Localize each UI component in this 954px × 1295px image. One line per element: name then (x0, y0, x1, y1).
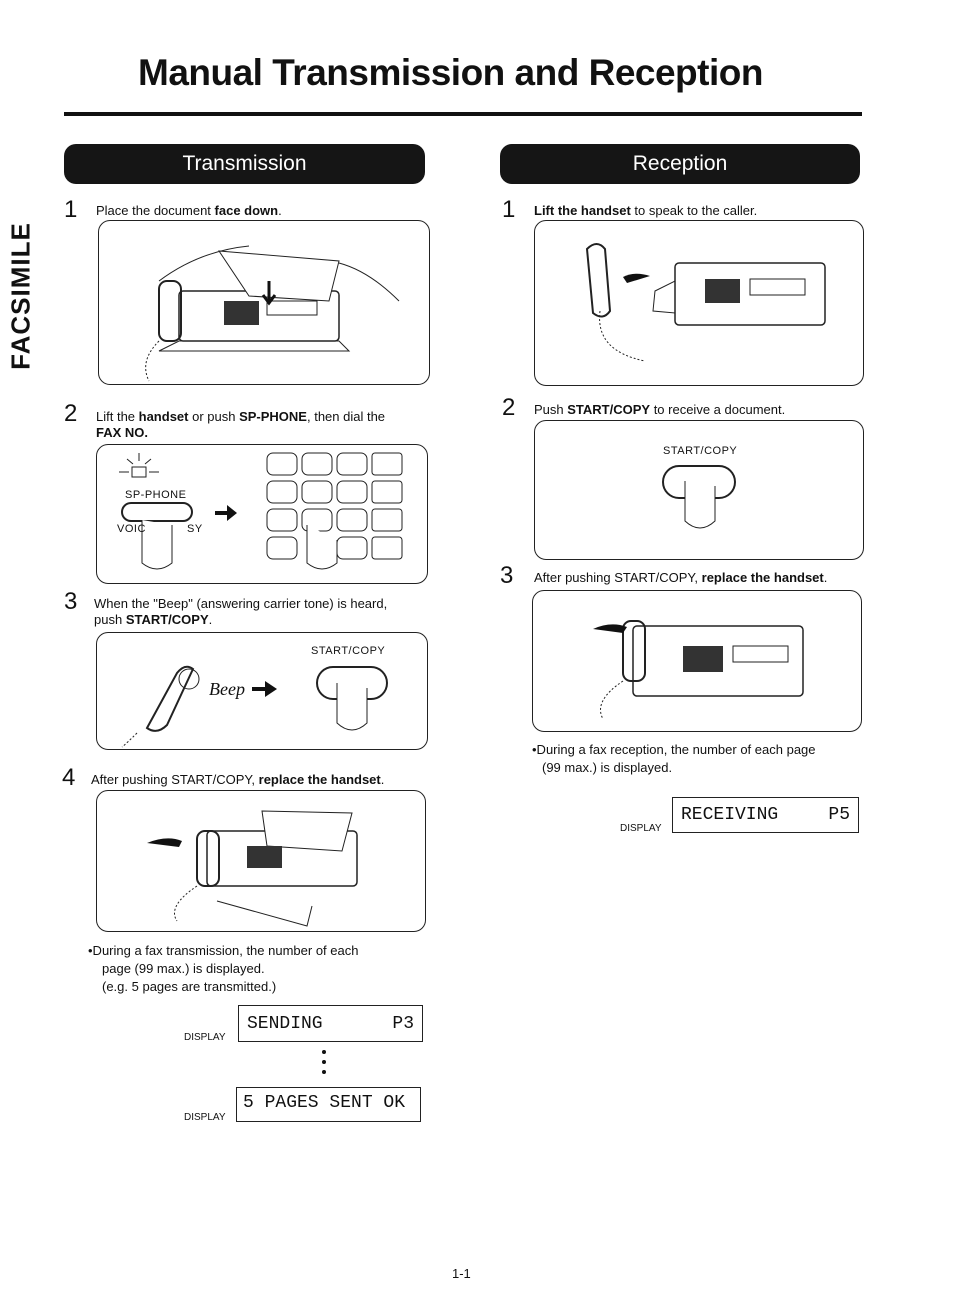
step-text: When the "Beep" (answering carrier tone)… (94, 596, 388, 627)
ellipsis-dots (322, 1050, 328, 1080)
standby-label: SY (187, 523, 203, 535)
transmission-note: •During a fax transmission, the number o… (88, 943, 359, 994)
page-title: Manual Transmission and Reception (138, 52, 763, 93)
display-label: DISPLAY (184, 1032, 226, 1043)
transmission-header: Transmission (64, 144, 425, 184)
step-number: 2 (64, 400, 78, 427)
display-page: P5 (828, 805, 850, 825)
fig-beep: Beep START/COPY (96, 632, 428, 750)
start-copy-label: START/COPY (663, 445, 738, 457)
step-number: 3 (500, 562, 514, 589)
step-text: Lift the handset to speak to the caller. (534, 203, 758, 218)
fax-machine-illustration (593, 620, 804, 720)
fig-replace-handset (532, 590, 862, 732)
handset-beep-illustration: Beep (121, 665, 388, 748)
step-number: 1 (64, 196, 78, 223)
svg-text:Beep: Beep (209, 679, 245, 699)
page-number: 1-1 (452, 1266, 471, 1281)
lcd-display-sent: 5 PAGES SENT OK (236, 1087, 421, 1122)
sp-phone-label: SP-PHONE (125, 489, 187, 501)
step-text: After pushing START/COPY, replace the ha… (91, 772, 385, 787)
side-tab: FACSIMILE (4, 222, 38, 370)
step-number: 1 (502, 196, 516, 223)
reception-header: Reception (500, 144, 860, 184)
fig-place-document (98, 220, 430, 385)
step-text: After pushing START/COPY, replace the ha… (534, 570, 828, 585)
reception-note: •During a fax reception, the number of e… (532, 742, 816, 775)
step-number: 4 (62, 764, 76, 791)
display-label: DISPLAY (184, 1112, 226, 1123)
start-copy-button-illustration (662, 465, 736, 529)
fax-machine-illustration (145, 245, 400, 382)
voice-label: VOIC (117, 523, 146, 535)
step-text: Place the document face down. (96, 203, 282, 218)
fig-dial: SP-PHONE VOIC SY (96, 444, 428, 584)
fax-machine-illustration (147, 810, 358, 927)
start-copy-label: START/COPY (311, 645, 386, 657)
fig-lift-handset (534, 220, 864, 386)
step-number: 2 (502, 394, 516, 421)
lcd-display-receiving: RECEIVING P5 (672, 797, 859, 833)
display-text: SENDING (247, 1013, 323, 1034)
title-rule (64, 112, 862, 116)
step-text: Push START/COPY to receive a document. (534, 402, 786, 417)
display-page: P3 (392, 1013, 414, 1034)
lcd-display-sending: SENDING P3 (238, 1005, 423, 1042)
fig-replace-handset (96, 790, 426, 932)
fax-machine-illustration (585, 243, 826, 362)
step-number: 3 (64, 588, 78, 615)
side-tab-label: FACSIMILE (5, 222, 36, 370)
step-text: Lift the handset or push SP-PHONE, then … (96, 409, 386, 440)
keypad-illustration (119, 452, 403, 570)
display-label: DISPLAY (620, 823, 662, 834)
display-text: RECEIVING (681, 805, 779, 825)
fig-push-start: START/COPY (534, 420, 864, 560)
